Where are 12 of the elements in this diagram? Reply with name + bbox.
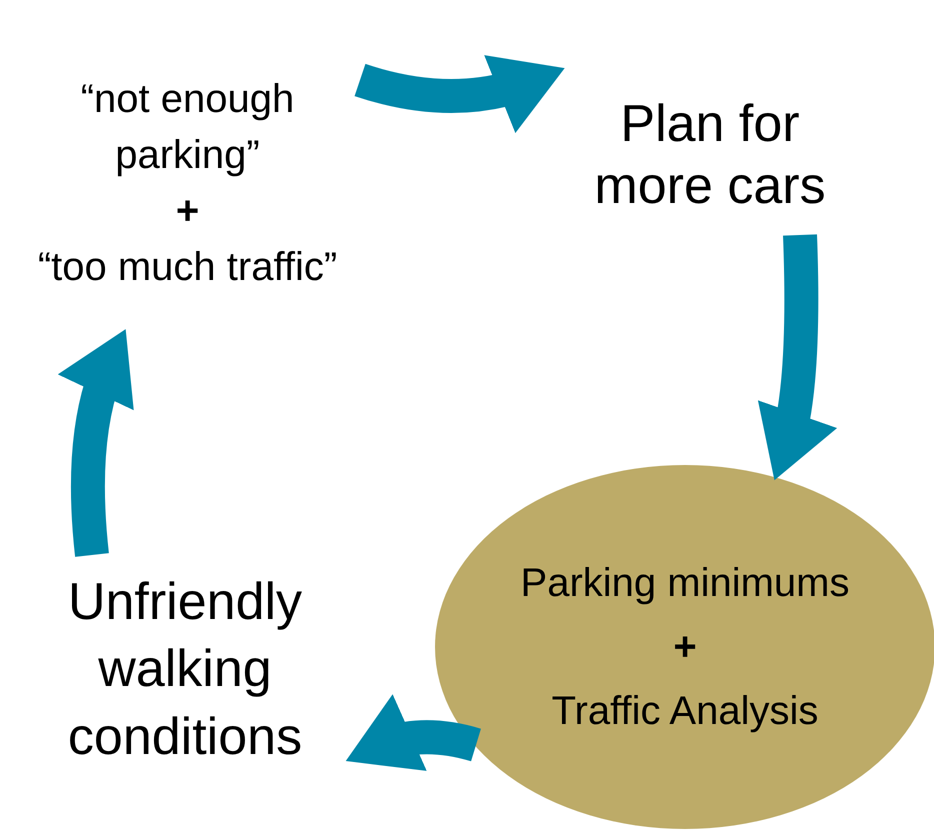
node-text: Traffic Analysis: [552, 688, 818, 735]
node-text: “not enough parking”: [80, 76, 296, 178]
node-text: Unfriendly walking conditions: [66, 572, 304, 768]
node-text: Parking minimums: [520, 560, 850, 607]
plus-sign: +: [176, 188, 200, 234]
curved-arrow: [756, 234, 836, 481]
node-text: Plan for more cars: [593, 94, 827, 217]
curved-arrow: [345, 694, 481, 773]
node-text: “too much traffic”: [38, 244, 338, 290]
curved-arrow: [354, 54, 566, 132]
curved-arrow: [58, 328, 136, 557]
plus-sign: +: [673, 624, 697, 671]
